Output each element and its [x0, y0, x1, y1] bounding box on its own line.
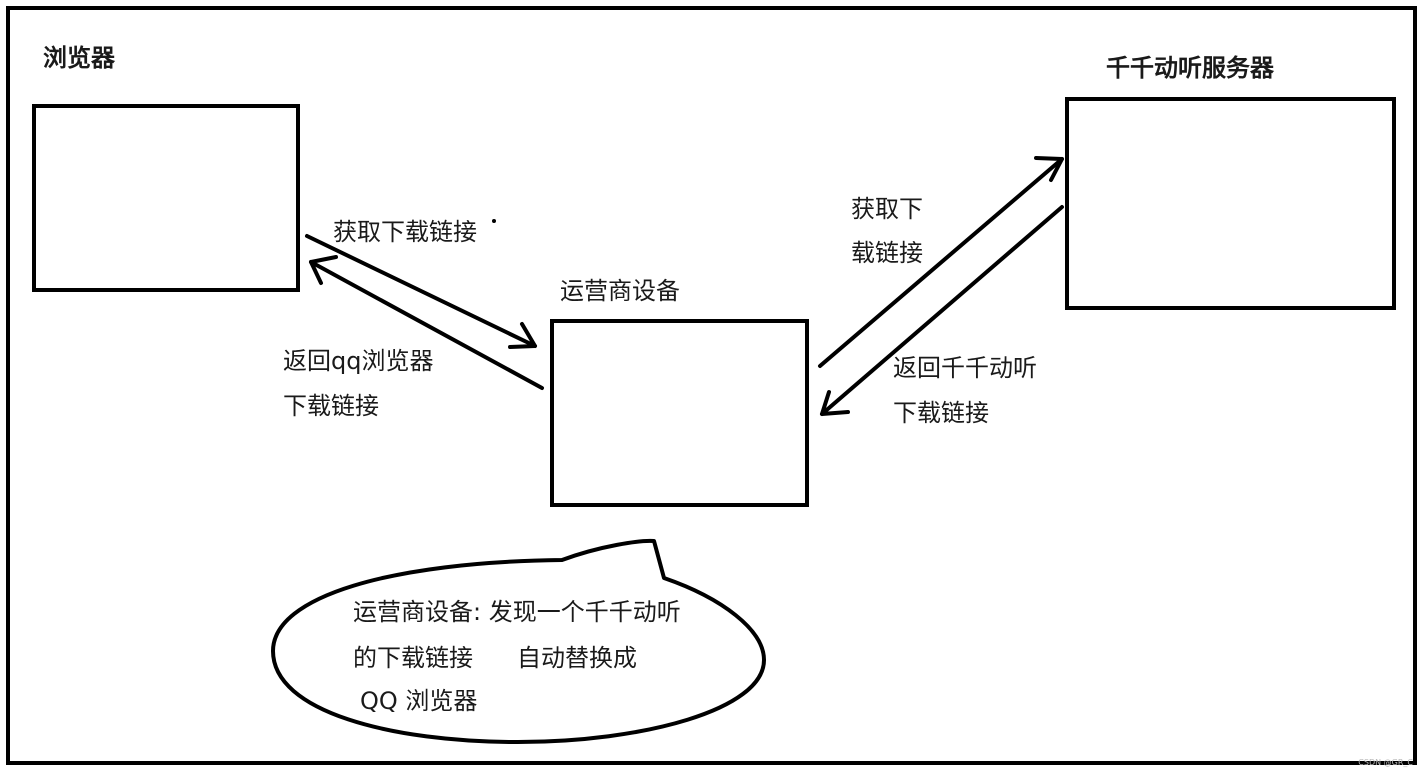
edge-label-browser-to-carrier: 获取下载链接: [333, 218, 477, 246]
callout-line3: QQ 浏览器: [360, 687, 478, 715]
callout-bubble: [271, 538, 766, 744]
watermark: CSDN @GR_C: [1358, 758, 1413, 767]
arrow-carrier-to-browser: [309, 255, 544, 390]
edge-label-carrier-to-browser-line1: 返回qq浏览器: [283, 347, 434, 375]
carrier-device-box: [550, 319, 809, 507]
arrow-server-to-carrier: [820, 205, 1064, 416]
server-label: 千千动听服务器: [1106, 54, 1274, 82]
arrow-carrier-to-server: [818, 156, 1064, 368]
callout-line2b: 自动替换成: [517, 644, 637, 672]
callout-line1: 运营商设备: 发现一个千千动听: [353, 598, 681, 626]
callout-line2: 的下载链接: [353, 644, 473, 672]
browser-box: [32, 104, 300, 292]
edge-label-server-to-carrier-line2: 下载链接: [893, 399, 989, 427]
diagram-frame: [6, 6, 1417, 765]
browser-label: 浏览器: [43, 44, 115, 72]
stray-dot: [492, 219, 496, 223]
carrier-device-label: 运营商设备: [560, 277, 680, 305]
edge-label-carrier-to-browser-line2: 下载链接: [283, 392, 379, 420]
arrow-browser-to-carrier: [305, 234, 537, 349]
edge-label-carrier-to-server-line2: 载链接: [851, 239, 923, 267]
edge-label-carrier-to-server-line1: 获取下: [851, 195, 923, 223]
server-box: [1065, 97, 1396, 310]
edge-label-server-to-carrier-line1: 返回千千动听: [893, 354, 1037, 382]
